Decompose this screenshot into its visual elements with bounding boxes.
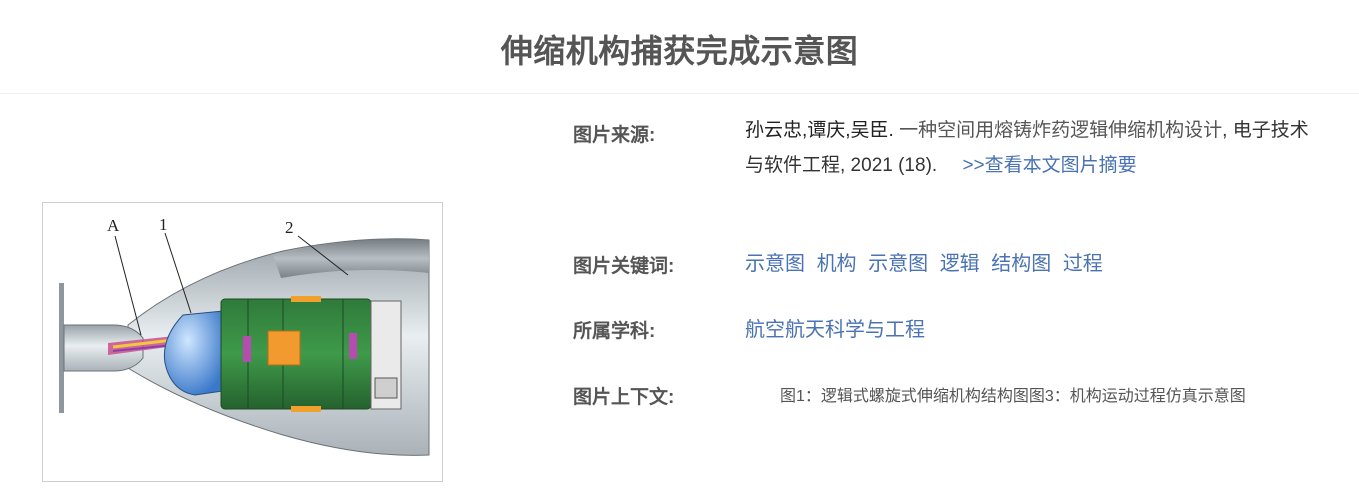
source-authors: 孙云忠,谭庆,吴臣. bbox=[745, 120, 894, 141]
page-header: 伸缩机构捕获完成示意图 bbox=[0, 0, 1359, 94]
keywords-label: 图片关键词: bbox=[573, 256, 675, 277]
context-text: 图1：逻辑式螺旋式伸缩机构结构图图3：机构运动过程仿真示意图 bbox=[780, 388, 1246, 405]
keyword-link[interactable]: 机构 bbox=[816, 253, 857, 275]
keyword-link[interactable]: 结构图 bbox=[991, 253, 1052, 275]
view-abstract-link[interactable]: >>查看本文图片摘要 bbox=[962, 155, 1137, 176]
keyword-link[interactable]: 过程 bbox=[1062, 253, 1103, 275]
page-title: 伸缩机构捕获完成示意图 bbox=[500, 33, 859, 69]
source-journal: , 电子技术与软件工程, 2021 (18). bbox=[745, 120, 1309, 176]
label-2: 2 bbox=[285, 218, 294, 237]
keyword-link[interactable]: 示意图 bbox=[868, 253, 929, 275]
blue-dome bbox=[163, 310, 224, 396]
figure-image[interactable]: A 1 2 bbox=[42, 202, 443, 482]
source-citation: 孙云忠,谭庆,吴臣. 一种空间用熔铸炸药逻辑伸缩机构设计, 电子技术与软件工程,… bbox=[745, 113, 1320, 183]
label-1: 1 bbox=[159, 215, 168, 234]
source-title: 一种空间用熔铸炸药逻辑伸缩机构设计 bbox=[899, 120, 1223, 141]
keywords-list: 示意图 机构 示意图 逻辑 结构图 过程 bbox=[745, 247, 1109, 276]
subject-label: 所属学科: bbox=[573, 321, 656, 342]
source-label: 图片来源: bbox=[573, 125, 656, 146]
label-a: A bbox=[107, 216, 120, 235]
shell-top-cap bbox=[273, 239, 429, 278]
mechanism-diagram: A 1 2 bbox=[59, 215, 430, 456]
context-label: 图片上下文: bbox=[573, 387, 675, 408]
keyword-link[interactable]: 逻辑 bbox=[939, 253, 980, 275]
base-flange bbox=[59, 283, 64, 413]
subject-link[interactable]: 航空航天科学与工程 bbox=[745, 319, 925, 341]
keyword-link[interactable]: 示意图 bbox=[745, 253, 805, 275]
neck-tube bbox=[63, 324, 144, 372]
orange-plate bbox=[267, 330, 301, 366]
